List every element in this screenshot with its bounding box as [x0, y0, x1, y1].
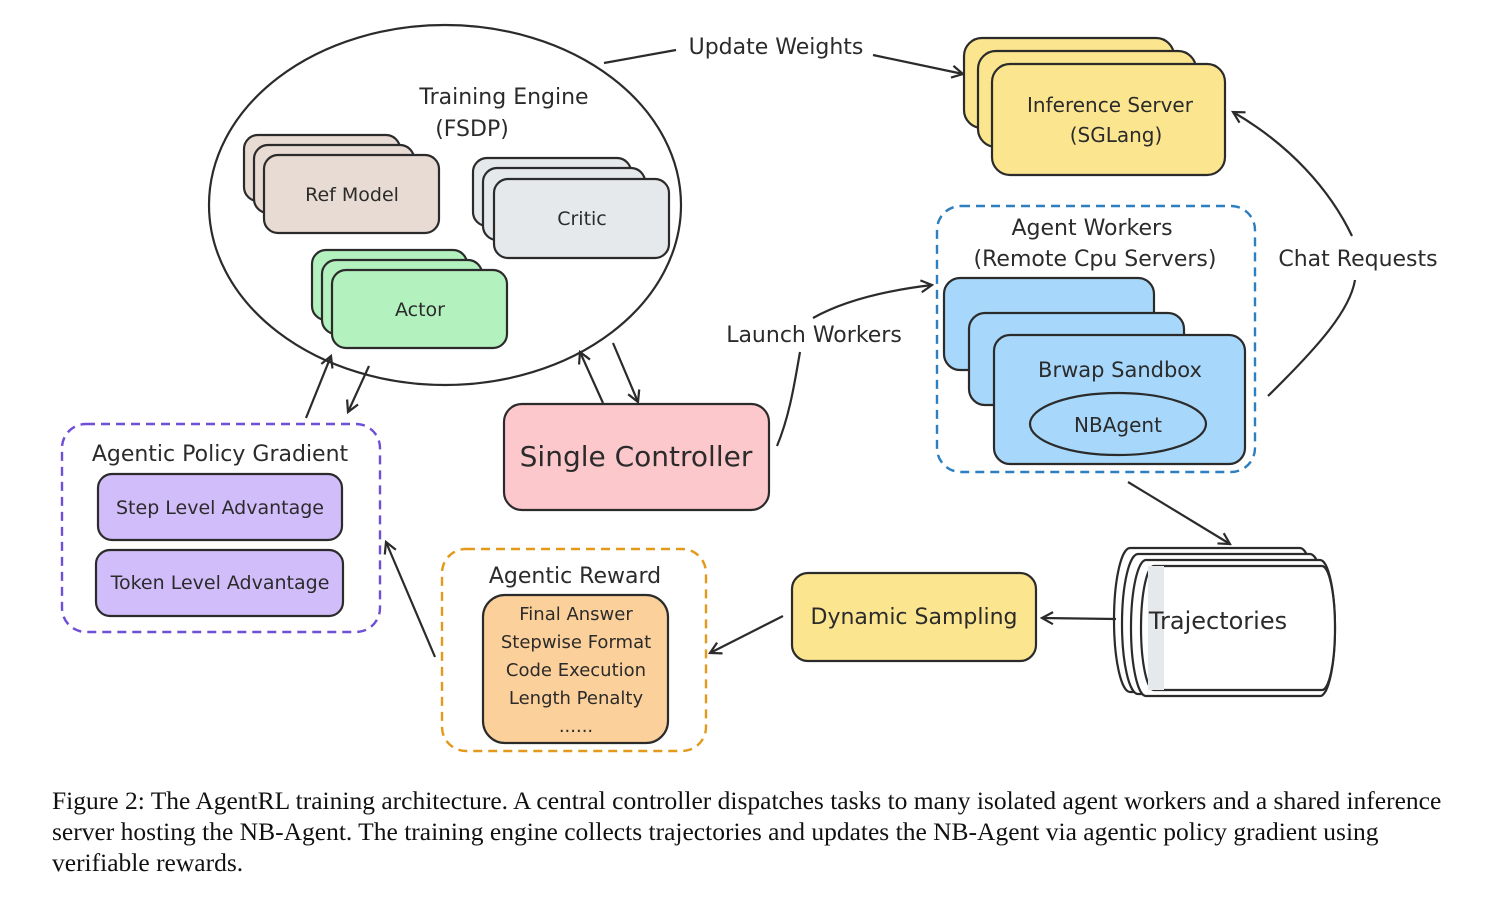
ref-model-card: [262, 153, 441, 235]
reward-item: Final Answer: [519, 604, 633, 625]
policy-gradient-border: [60, 422, 382, 634]
launch-workers-edge: [775, 285, 932, 447]
reward-item: ......: [559, 716, 593, 737]
trajectories-shade: [1148, 566, 1164, 690]
policy-gradient-title: Agentic Policy Gradient: [92, 442, 349, 467]
update-weights-label: Update Weights: [689, 35, 864, 60]
dynamic-sampling-box: [790, 571, 1038, 663]
inference-server-title: Inference Server: [1027, 93, 1194, 117]
actor-stack: Actor: [310, 248, 509, 350]
agent-workers-subtitle: (Remote Cpu Servers): [974, 247, 1217, 272]
workers-to-trajectories-edge: [1127, 481, 1230, 544]
token-level-advantage-label: Token Level Advantage: [110, 572, 330, 594]
agent-workers-title: Agent Workers: [1011, 216, 1172, 241]
agent-workers-group: Agent Workers (Remote Cpu Servers) Brwap…: [935, 204, 1257, 474]
update-weights-edge: [603, 48, 963, 74]
critic-label: Critic: [557, 208, 607, 230]
reward-item: Stepwise Format: [501, 632, 651, 653]
step-level-advantage-box: [96, 472, 344, 542]
policy-gradient-group: Agentic Policy Gradient Step Level Advan…: [60, 422, 382, 634]
engine-to-controller-edge: [611, 342, 638, 402]
trajectories-to-sampling-edge: [1042, 618, 1117, 619]
dynamic-sampling: Dynamic Sampling: [790, 571, 1038, 663]
critic-stack: Critic: [471, 156, 671, 260]
agentic-reward-group: Agentic Reward Final Answer Stepwise For…: [440, 547, 708, 753]
inference-server-stack: Inference Server (SGLang): [962, 36, 1227, 177]
reward-items-box: [481, 593, 670, 745]
ref-model-stack: Ref Model: [242, 133, 441, 235]
dynamic-sampling-label: Dynamic Sampling: [811, 605, 1018, 630]
gradient-to-actor-edge: [304, 356, 331, 419]
inference-server-subtitle: (SGLang): [1070, 123, 1163, 147]
inference-card: [990, 62, 1227, 177]
edges: Update Weights Chat Requests Launch Work…: [304, 35, 1438, 658]
launch-workers-label: Launch Workers: [726, 323, 902, 348]
reward-item: Length Penalty: [509, 688, 644, 709]
actor-card: [330, 268, 509, 350]
figure-caption: Figure 2: The AgentRL training architect…: [52, 786, 1442, 877]
agentic-reward-border: [440, 547, 708, 753]
sandbox-label: Brwap Sandbox: [1038, 358, 1202, 382]
reward-to-gradient-edge: [386, 542, 437, 658]
architecture-diagram: Training Engine (FSDP) Ref Model Critic …: [60, 23, 1438, 753]
trajectories-front: [1139, 564, 1337, 692]
ref-model-label: Ref Model: [305, 184, 399, 206]
step-level-advantage-label: Step Level Advantage: [116, 497, 324, 519]
single-controller-label: Single Controller: [520, 440, 753, 473]
actor-to-gradient-edge: [348, 365, 371, 412]
chat-requests-label: Chat Requests: [1278, 247, 1437, 272]
training-engine-subtitle: (FSDP): [435, 117, 509, 142]
sampling-to-reward-edge: [710, 615, 784, 653]
reward-item: Code Execution: [506, 660, 646, 681]
controller-to-engine-edge: [580, 352, 605, 404]
token-level-advantage-box: [94, 548, 345, 618]
single-controller: Single Controller: [502, 402, 771, 512]
agentic-reward-title: Agentic Reward: [489, 564, 661, 589]
actor-label: Actor: [395, 299, 445, 321]
agent-workers-border: [935, 204, 1257, 474]
nbagent-ellipse: [1028, 391, 1208, 457]
critic-card: [492, 177, 671, 260]
training-engine-title: Training Engine: [418, 85, 588, 110]
trajectories-label: Trajectories: [1148, 607, 1287, 635]
chat-requests-edge-lower: [1267, 279, 1357, 397]
chat-requests-edge-upper: [1233, 112, 1353, 237]
trajectories-stack: Trajectories: [1112, 546, 1337, 698]
nbagent-label: NBAgent: [1074, 413, 1162, 437]
